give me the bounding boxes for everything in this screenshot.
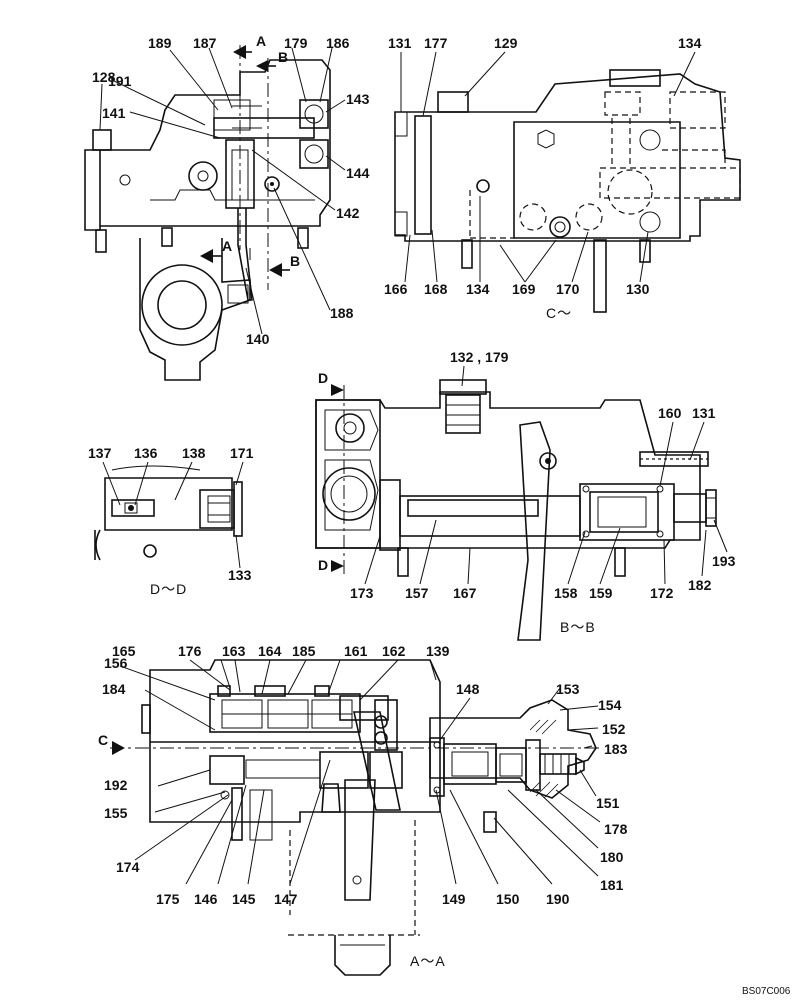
callout-188: 188	[330, 305, 354, 321]
view-c	[394, 51, 741, 313]
section-title-bb: B～B	[560, 619, 596, 635]
callout-154: 154	[598, 697, 622, 713]
callout-152: 152	[602, 721, 626, 737]
view-top-left: A B A B	[84, 33, 346, 381]
view-aa: C	[98, 659, 601, 976]
callout-178: 178	[604, 821, 628, 837]
section-marker-b-bottom: B	[290, 253, 300, 269]
callout-140: 140	[246, 331, 270, 347]
callout-137: 137	[88, 445, 112, 461]
callout-144: 144	[346, 165, 370, 181]
callout-193: 193	[712, 553, 736, 569]
view-bb: D D	[315, 365, 728, 641]
callout-143: 143	[346, 91, 370, 107]
callout-138: 138	[182, 445, 206, 461]
section-marker-d-bottom: D	[318, 557, 328, 573]
view-dd	[94, 461, 244, 569]
callout-151: 151	[596, 795, 620, 811]
callout-145: 145	[232, 891, 256, 907]
callout-171: 171	[230, 445, 254, 461]
callout-128: 128	[92, 69, 116, 85]
section-marker-a-top: A	[256, 33, 266, 49]
callout-187: 187	[193, 35, 217, 51]
callout-148: 148	[456, 681, 480, 697]
callout-172: 172	[650, 585, 674, 601]
callout-176: 176	[178, 643, 202, 659]
callout-149: 149	[442, 891, 466, 907]
callout-170: 170	[556, 281, 580, 297]
section-title-dd: D～D	[150, 581, 187, 597]
callout-162: 162	[382, 643, 406, 659]
callout-133: 133	[228, 567, 252, 583]
section-marker-b-top: B	[278, 49, 288, 65]
section-marker-a-bottom: A	[222, 238, 232, 254]
callout-labels: 128 189 187 179 186 191 141 143 144 142 …	[88, 35, 791, 997]
callout-164: 164	[258, 643, 282, 659]
callout-129: 129	[494, 35, 518, 51]
callout-184: 184	[102, 681, 126, 697]
callout-177: 177	[424, 35, 448, 51]
section-marker-c: C	[98, 732, 108, 748]
callout-150: 150	[496, 891, 520, 907]
section-marker-d-top: D	[318, 370, 328, 386]
section-title-c: C～	[546, 305, 572, 321]
callout-131-bb: 131	[692, 405, 716, 421]
callout-179: 179	[284, 35, 308, 51]
callout-190: 190	[546, 891, 570, 907]
callout-163: 163	[222, 643, 246, 659]
callout-192: 192	[104, 777, 128, 793]
callout-139: 139	[426, 643, 450, 659]
callout-158: 158	[554, 585, 578, 601]
callout-168: 168	[424, 281, 448, 297]
callout-182: 182	[688, 577, 712, 593]
callout-161: 161	[344, 643, 368, 659]
callout-175: 175	[156, 891, 180, 907]
callout-134-top: 134	[678, 35, 702, 51]
callout-159: 159	[589, 585, 613, 601]
callout-185: 185	[292, 643, 316, 659]
callout-132-179: 132 , 179	[450, 349, 509, 365]
callout-134-bottom: 134	[466, 281, 490, 297]
section-title-aa: A～A	[410, 953, 446, 969]
figure-code: BS07C006	[742, 986, 791, 997]
callout-180: 180	[600, 849, 624, 865]
callout-181: 181	[600, 877, 624, 893]
callout-160: 160	[658, 405, 682, 421]
callout-191: 191	[108, 73, 132, 89]
callout-141: 141	[102, 105, 126, 121]
callout-169: 169	[512, 281, 536, 297]
callout-130: 130	[626, 281, 650, 297]
callout-173: 173	[350, 585, 374, 601]
callout-147: 147	[274, 891, 298, 907]
callout-189: 189	[148, 35, 172, 51]
callout-142: 142	[336, 205, 360, 221]
callout-153: 153	[556, 681, 580, 697]
callout-156: 156	[104, 655, 128, 671]
callout-183: 183	[604, 741, 628, 757]
callout-155: 155	[104, 805, 128, 821]
callout-166: 166	[384, 281, 408, 297]
callout-136: 136	[134, 445, 158, 461]
callout-167: 167	[453, 585, 477, 601]
callout-174: 174	[116, 859, 140, 875]
callout-157: 157	[405, 585, 429, 601]
callout-165: 165	[112, 643, 136, 659]
callout-131-c: 131	[388, 35, 412, 51]
callout-146: 146	[194, 891, 218, 907]
callout-186: 186	[326, 35, 350, 51]
